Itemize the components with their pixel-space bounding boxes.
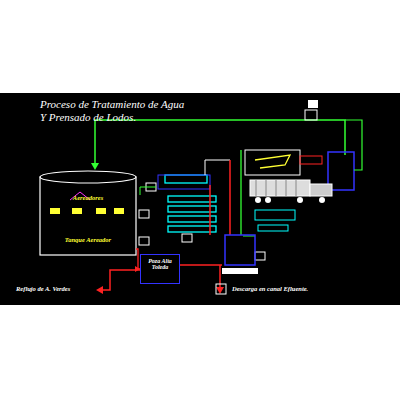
node-text: Tanque Aereador: [40, 237, 136, 244]
diagram-title: Proceso de Tratamiento de Agua Y Prensad…: [40, 98, 190, 123]
flow-label: Descarga en canal Efluente.: [232, 285, 308, 292]
node-text: Aereadores: [40, 195, 136, 202]
node-text: Poza Alta Toleda: [141, 255, 179, 274]
flow-label: Reflujo de A. Verdes: [16, 285, 70, 292]
tank-node: AereadoresTanque Aereador: [40, 183, 136, 255]
pool-box: Poza Alta Toleda: [140, 254, 180, 284]
background-band: [0, 93, 400, 305]
